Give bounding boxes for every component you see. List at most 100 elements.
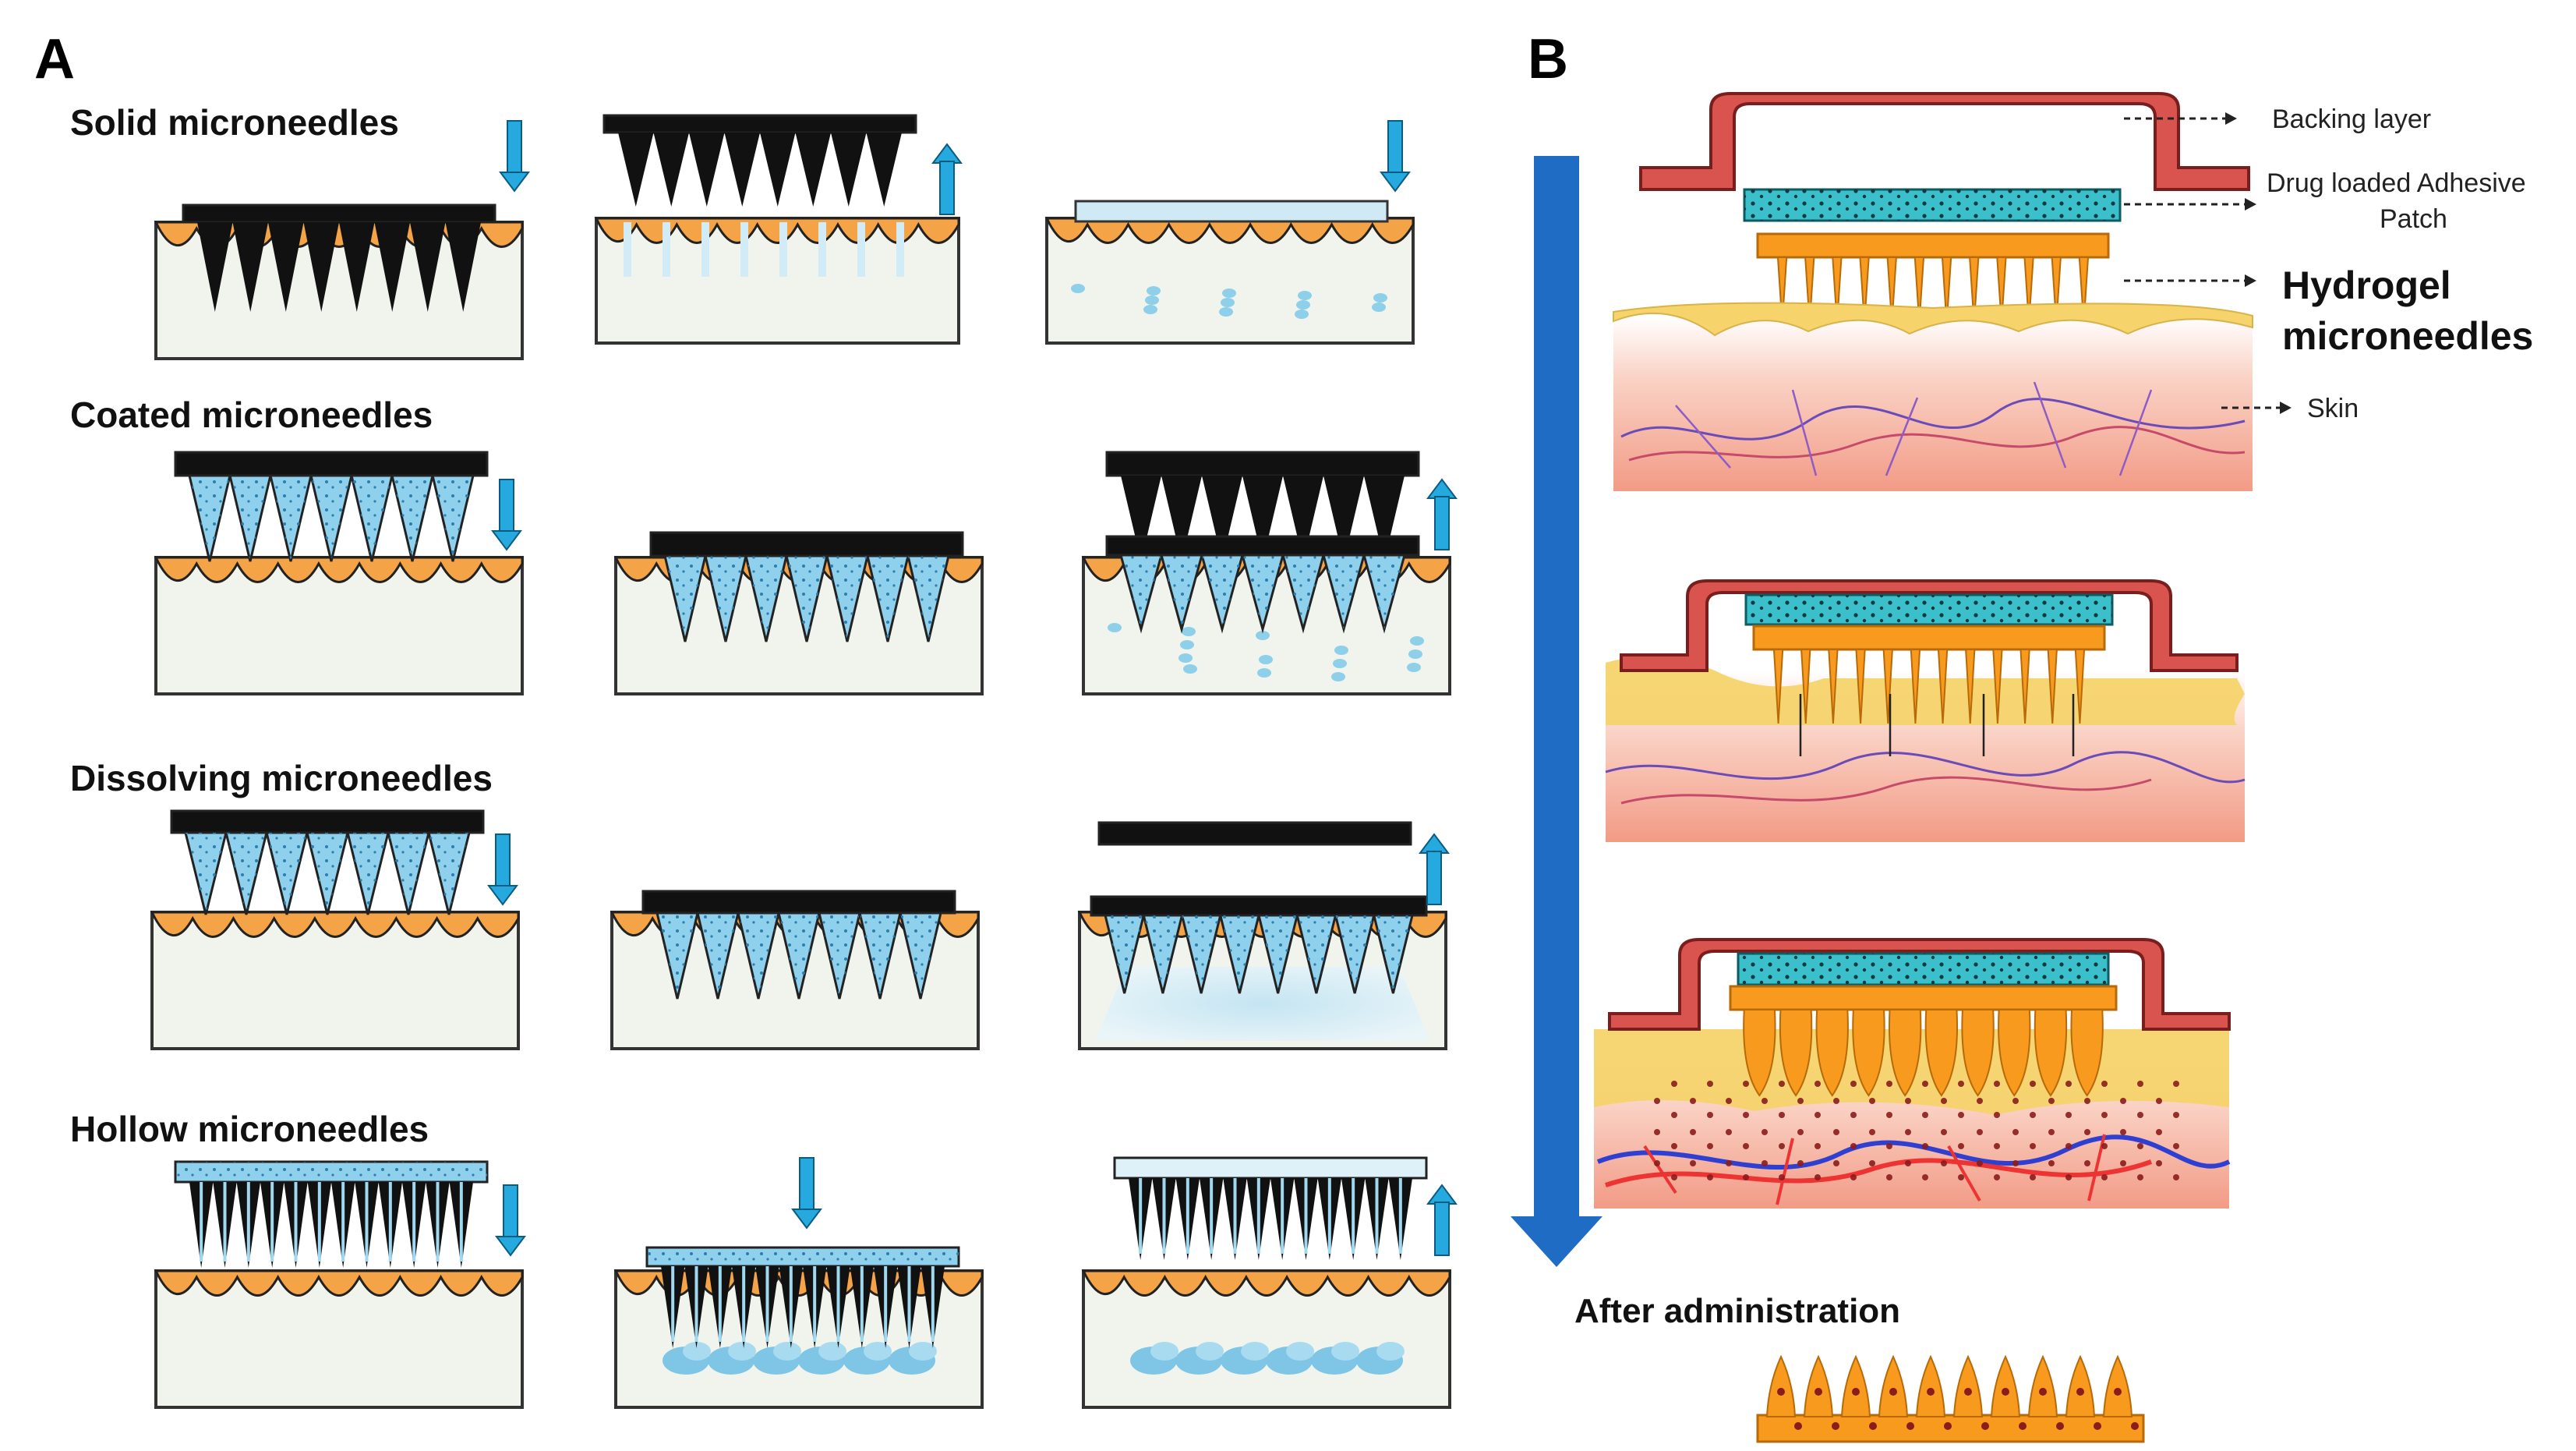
pore [701,222,709,277]
needle-drug [1220,915,1259,993]
microneedle [1242,476,1283,561]
solid-step-3 [1044,120,1415,345]
drug-dot [1071,284,1085,293]
drug-dot [1832,1422,1839,1430]
needle-drug [388,833,429,915]
microneedle [866,133,902,207]
drug-dot [1981,1422,1989,1430]
label-hydrogel-line1: Hydrogel [2282,264,2451,307]
needle-base-plate [182,203,496,224]
drug-dot [2002,1388,2009,1396]
hydrogel-needle [1776,257,1788,324]
skin-surface [150,911,520,938]
microneedle [374,222,410,312]
drug-puff [1376,1342,1405,1361]
dissolved-drug [1095,967,1430,1041]
needle-drug [307,833,348,915]
hydrogel-base [1729,985,2118,1011]
hydrogel-needle [1772,649,1784,724]
label-skin: Skin [2307,394,2359,423]
hollow-step-3 [1081,1156,1458,1409]
hydrogel-needle [1815,1009,1849,1097]
pore [779,222,787,277]
microneedle [445,222,481,312]
insert-arrow [495,833,511,888]
needle-drug [746,556,786,642]
remove-arrow [939,161,955,215]
coated-step-1 [154,451,524,695]
drug-dot [1219,307,1233,317]
coated-step-2 [613,531,984,695]
microneedle [831,133,867,207]
skin-surface [1081,1269,1451,1297]
drug-dot [1889,1388,1897,1396]
hydrogel-needle [1961,1009,1995,1097]
drug-dot [1410,636,1424,646]
hydrogel-needle [2070,1009,2104,1097]
hydrogel-needle [1859,257,1870,324]
drug-dot [1145,296,1159,305]
drug-dot [1372,303,1386,312]
spent-needle [1765,1354,1797,1417]
hydrogel-needle [1882,649,1893,724]
label-hydrogel-line2: microneedles [2282,314,2533,358]
hydrogel-needle [1832,257,1843,324]
drug-dot [2056,1422,2064,1430]
insert-arrow [499,479,514,533]
microneedle [653,133,689,207]
needle-drug [819,913,860,999]
hydrogel-needle [2051,257,2062,324]
needle-drug [908,556,949,642]
microneedle [1364,476,1405,561]
microneedle [724,133,760,207]
hydrogel-needle [1969,257,1980,324]
hydrogel-needle [1828,649,1839,724]
needle-drug [1297,915,1336,993]
needle-drug [1161,555,1202,629]
spent-needle [2027,1354,2058,1417]
hydrogel-needle [1941,257,1952,324]
needle-base-plate [1105,535,1420,557]
pore [740,222,748,277]
hydrogel-needle [1855,649,1866,724]
needle-drug [779,913,819,999]
needle-drug [433,476,473,561]
remove-arrow [1426,851,1442,905]
drug-dot [1180,640,1194,649]
needle-drug [267,833,307,915]
drug-puff [1150,1342,1178,1361]
needle-drug [230,476,270,561]
insert-arrow [507,120,522,175]
drug-dot [1143,305,1157,314]
hollow-step-1 [154,1160,526,1409]
spent-needle [1840,1354,1871,1417]
microneedle [1323,476,1364,561]
drug-dot [1221,298,1235,307]
needle-drug [1143,915,1182,993]
microneedle [197,222,233,312]
plate-drug [175,1162,487,1182]
drug-dot [1373,293,1387,303]
drug-dot [1944,1422,1952,1430]
hydrogel-needle [1965,649,1976,724]
drug-dot [2094,1422,2101,1430]
needle-drug [189,476,230,561]
hydrogel-needle [1888,1009,1922,1097]
hydrogel-needle [2074,649,2086,724]
microneedle [1283,476,1323,561]
needle-drug [1283,555,1323,629]
remove-arrow-head [1426,478,1458,499]
hydrogel-microneedles-3 [1729,985,2118,1097]
needle-drug [698,913,738,999]
drug-dot [2019,1422,2027,1430]
needle-base-plate [649,531,964,557]
skin-surface [1044,217,1415,244]
remove-arrow [1434,1201,1450,1256]
needle-drug [786,556,827,642]
backing-layer [1639,92,2250,191]
drug-puff [1196,1342,1224,1361]
drug-dot [1295,310,1309,319]
drug-puff [683,1342,711,1361]
spent-needle [1952,1354,1984,1417]
drug-puff [864,1342,892,1361]
